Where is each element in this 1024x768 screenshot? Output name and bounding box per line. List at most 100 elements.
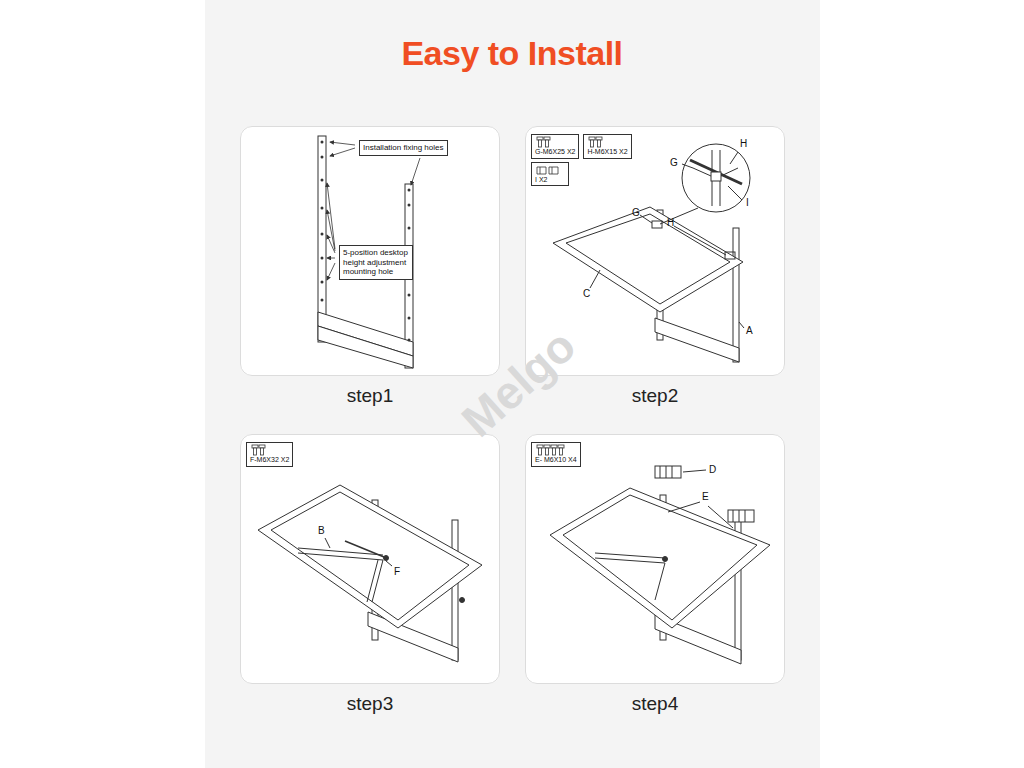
- drawing-line: [271, 492, 469, 620]
- drawing-line: [721, 168, 738, 176]
- drawing-line: [733, 228, 739, 362]
- step-caption: step3: [241, 693, 499, 715]
- callout-letter: I: [746, 198, 749, 208]
- drawing-line: [730, 152, 738, 164]
- drawing-line: [345, 541, 384, 557]
- callout-letter: C: [583, 289, 590, 299]
- drawing-line: [595, 558, 665, 563]
- drawing-line: [460, 598, 465, 603]
- drawing-line: [386, 561, 392, 566]
- callout-letter: B: [318, 526, 325, 536]
- callout-letter: D: [709, 465, 716, 475]
- drawing-line: [739, 510, 740, 522]
- mounting-holes: [321, 141, 411, 342]
- drawing-line: [321, 257, 324, 260]
- drawing-line: [321, 299, 324, 302]
- part-icon: [250, 444, 280, 456]
- drawing-line: [318, 136, 326, 342]
- drawing-line: [683, 470, 706, 472]
- drawing-line: [595, 553, 665, 558]
- drawing-line: [728, 186, 742, 200]
- drawing-line: [321, 281, 324, 284]
- leader-lines: [327, 142, 420, 280]
- step-panel: step4E- M6X10 X4: [525, 434, 785, 684]
- callout-text: 5-position desktop height adjustment mou…: [343, 248, 409, 277]
- drawing-line: [693, 168, 711, 176]
- drawing-line: [372, 560, 383, 602]
- drawing-line: [525, 434, 785, 684]
- drawing-line: [321, 207, 324, 210]
- part-spec: G-M6X25 X2: [535, 148, 575, 156]
- page-title: Easy to Install: [0, 34, 1024, 73]
- drawing-line: [327, 235, 335, 253]
- drawing-line: [553, 207, 743, 312]
- drawing-line: [240, 126, 500, 376]
- callout-letter: E: [702, 492, 709, 502]
- drawing-line: [655, 318, 739, 362]
- drawing-line: [655, 466, 681, 478]
- drawing-line: [668, 502, 700, 512]
- table-frame: [258, 485, 482, 662]
- drawing-line: [330, 148, 355, 156]
- drawing-line: [666, 466, 667, 478]
- drawing-line: [327, 263, 335, 280]
- part-spec: F-M6X32 X2: [250, 456, 289, 464]
- drawing-line: [321, 233, 324, 236]
- drawing-line: [733, 510, 734, 522]
- callout-letter: F: [394, 567, 400, 577]
- drawing-line: [672, 466, 673, 478]
- drawing-line: [408, 204, 411, 207]
- drawing-line: [298, 553, 383, 560]
- drawing-line: [550, 488, 770, 628]
- callout-box: Installation fixing holes: [359, 140, 448, 156]
- drawing-line: [728, 510, 754, 522]
- drawing-line: [739, 322, 744, 328]
- part-icon: [535, 444, 565, 456]
- table-frame: [550, 466, 770, 664]
- drawing-line: [663, 557, 668, 562]
- drawing-line: [674, 226, 726, 255]
- parts-box: I X2: [531, 162, 569, 187]
- drawing-line: [655, 563, 665, 600]
- rail-drawing: [318, 136, 413, 368]
- drawing-line: [408, 227, 411, 230]
- drawing-line: [690, 160, 742, 184]
- parts-box: F-M6X32 X2: [246, 442, 293, 467]
- drawing-line: [660, 208, 698, 224]
- drawing-line: [321, 179, 324, 182]
- table-frame: [553, 144, 750, 362]
- drawing-line: [327, 258, 335, 259]
- drawing-line: [708, 506, 733, 528]
- drawing-line: [745, 510, 746, 522]
- callout-letter: G: [632, 208, 640, 218]
- drawing-line: [321, 141, 324, 144]
- part-spec: H-M6X15 X2: [587, 148, 627, 156]
- drawing-line: [258, 485, 482, 628]
- drawing-line: [725, 252, 735, 259]
- drawing-line: [240, 434, 500, 684]
- panel-ground: [240, 126, 785, 684]
- callout-letter: H: [667, 218, 674, 228]
- drawing-line: [411, 158, 420, 185]
- step-caption: step4: [526, 693, 784, 715]
- drawing-line: [408, 317, 411, 320]
- drawing-line: [682, 164, 693, 168]
- drawing-line: [640, 215, 652, 223]
- parts-box: G-M6X25 X2: [531, 134, 579, 159]
- callout-text: Installation fixing holes: [363, 143, 444, 153]
- part-spec: E- M6X10 X4: [535, 456, 577, 464]
- part-icon: [587, 136, 617, 148]
- drawing-line: [321, 156, 324, 159]
- callout-box: 5-position desktop height adjustment mou…: [339, 245, 413, 280]
- drawing-line: [711, 172, 721, 181]
- drawing-line: [590, 270, 600, 288]
- drawing-line: [367, 560, 378, 602]
- drawing-line: [408, 189, 411, 192]
- drawing-line: [452, 520, 458, 660]
- step-caption: step2: [526, 385, 784, 407]
- drawing-line: [682, 144, 750, 212]
- drawing-line: [563, 495, 757, 620]
- drawing-line: [368, 612, 458, 662]
- drawing-line: [408, 339, 411, 342]
